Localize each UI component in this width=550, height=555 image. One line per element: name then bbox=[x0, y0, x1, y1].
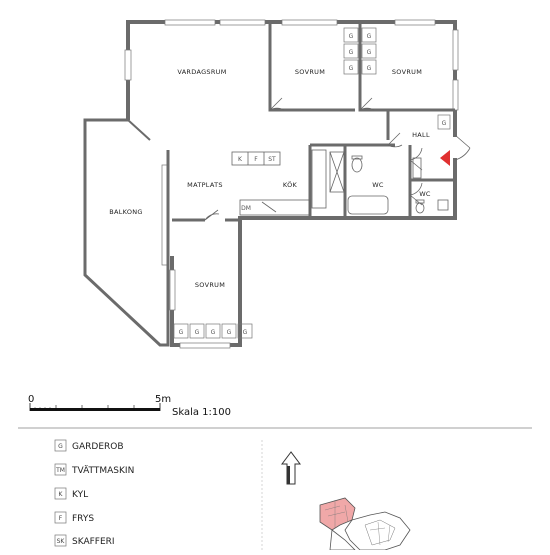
scale-label: Skala 1:100 bbox=[172, 407, 231, 418]
legend: G GARDEROB TM TVÄTTMASKIN K KYL F FRYS S… bbox=[54, 439, 134, 547]
room-label-wc: WC bbox=[372, 181, 384, 189]
legend-code: K bbox=[59, 491, 64, 498]
legend-code: SK bbox=[57, 538, 66, 545]
room-label-wc: WC bbox=[419, 190, 431, 198]
wardrobe-symbol: G bbox=[349, 49, 354, 56]
wardrobe-symbol: G bbox=[243, 329, 248, 336]
wardrobe-symbol: G bbox=[211, 329, 216, 336]
fridge-symbol: K bbox=[238, 156, 243, 163]
scale-start: 0 bbox=[28, 394, 34, 405]
wardrobe-labels: G G G G G G G G G G G G bbox=[179, 33, 447, 336]
legend-text: SKAFFERI bbox=[72, 537, 115, 547]
wardrobe-symbol: G bbox=[179, 329, 184, 336]
legend-text: GARDEROB bbox=[72, 442, 124, 452]
room-label-matplats: MATPLATS bbox=[187, 181, 223, 189]
room-label-balkong: BALKONG bbox=[109, 208, 143, 216]
freezer-symbol: F bbox=[254, 156, 258, 163]
legend-text: FRYS bbox=[72, 514, 94, 524]
north-arrow-icon bbox=[281, 451, 301, 485]
wardrobe-symbol: G bbox=[367, 49, 372, 56]
room-labels: VARDAGSRUM SOVRUM SOVRUM BALKONG MATPLAT… bbox=[109, 68, 431, 289]
scale-bar: 0 5m Skala 1:100 bbox=[28, 394, 231, 418]
entrance-icon bbox=[440, 150, 450, 166]
legend-code: TM bbox=[55, 467, 65, 474]
wardrobe-symbol: G bbox=[367, 65, 372, 72]
wardrobe-symbol: G bbox=[227, 329, 232, 336]
balcony bbox=[83, 118, 170, 347]
wardrobe-symbol: G bbox=[195, 329, 200, 336]
scale-end: 5m bbox=[155, 394, 171, 405]
interior-walls bbox=[166, 22, 455, 265]
wardrobe-symbol: G bbox=[349, 65, 354, 72]
wardrobe-symbol: G bbox=[367, 33, 372, 40]
wardrobe-symbol: G bbox=[442, 120, 447, 127]
legend-code: G bbox=[58, 443, 63, 450]
wardrobes bbox=[173, 27, 451, 339]
room-label-vardagsrum: VARDAGSRUM bbox=[177, 68, 226, 76]
room-label-sovrum: SOVRUM bbox=[295, 68, 325, 76]
legend-text: KYL bbox=[72, 490, 88, 500]
dishwasher-symbol: DM bbox=[241, 205, 251, 212]
entrance-door bbox=[454, 134, 471, 161]
bathroom-fixtures bbox=[329, 151, 449, 215]
key-plan-unit bbox=[319, 497, 356, 531]
key-plan bbox=[319, 497, 411, 551]
wardrobe-symbol: G bbox=[349, 33, 354, 40]
legend-code: F bbox=[59, 515, 63, 522]
pantry-symbol: ST bbox=[268, 156, 276, 163]
room-label-sovrum: SOVRUM bbox=[392, 68, 422, 76]
windows bbox=[124, 19, 459, 349]
room-label-hall: HALL bbox=[412, 131, 430, 139]
room-label-sovrum: SOVRUM bbox=[195, 281, 225, 289]
legend-text: TVÄTTMASKIN bbox=[71, 465, 134, 476]
room-label-kok: KÖK bbox=[283, 180, 298, 189]
kitchen-counter bbox=[231, 149, 327, 216]
